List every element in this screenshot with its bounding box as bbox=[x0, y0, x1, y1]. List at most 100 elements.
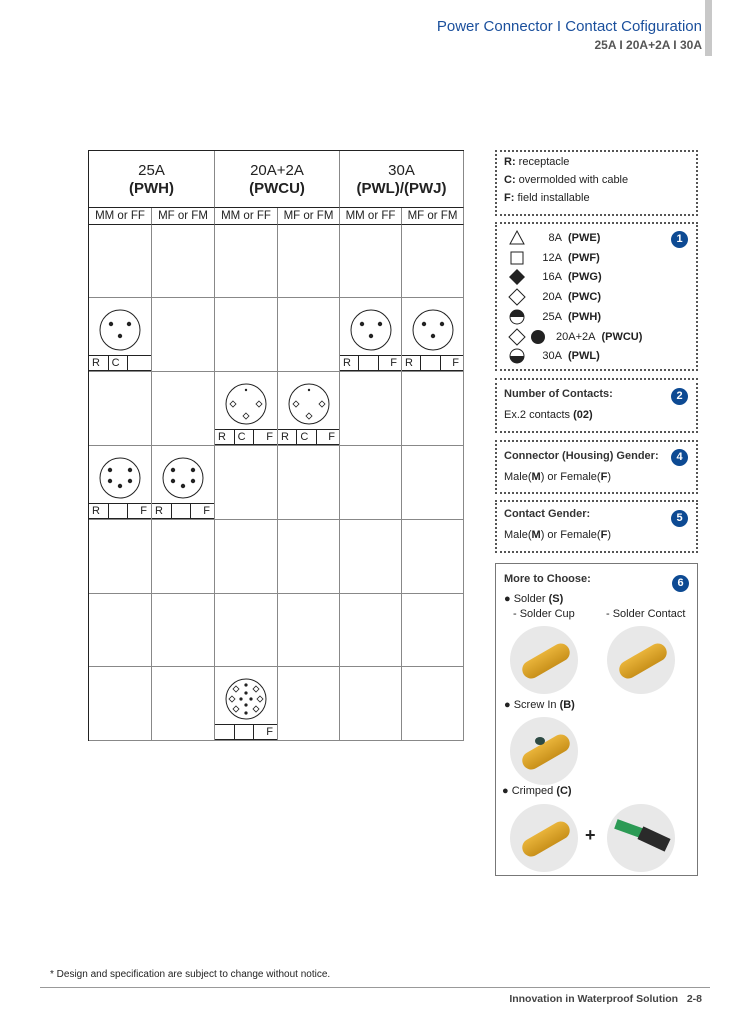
5-pin-connector-face-icon bbox=[162, 457, 204, 499]
amperage-legend-item: 8A(PWE) bbox=[508, 229, 600, 247]
availability-label bbox=[215, 725, 235, 739]
table-cell bbox=[278, 225, 340, 298]
availability-label: C bbox=[109, 356, 129, 370]
screw-in-image bbox=[510, 717, 578, 785]
availability-label: R bbox=[89, 356, 109, 370]
group-code: (PWH) bbox=[129, 180, 174, 197]
connector-diagram: F bbox=[215, 667, 277, 740]
table-cell bbox=[278, 667, 340, 741]
square-icon bbox=[510, 251, 524, 265]
badge-1: 1 bbox=[671, 231, 688, 248]
table-cell: F bbox=[215, 667, 278, 741]
triangle-icon bbox=[509, 229, 525, 245]
legend-r: R: receptacle bbox=[504, 156, 570, 168]
half-top-circle-icon bbox=[509, 309, 525, 325]
table-cell bbox=[402, 225, 464, 298]
availability-label bbox=[172, 504, 192, 518]
table-cell bbox=[152, 372, 215, 446]
badge-6: 6 bbox=[672, 575, 689, 592]
series-code: (PWG) bbox=[568, 271, 602, 284]
amperage-value: 8A bbox=[548, 232, 562, 244]
column-group-header: 20A+2A(PWCU) bbox=[215, 151, 340, 208]
table-cell bbox=[340, 594, 402, 667]
3-pin-connector-face-icon bbox=[350, 309, 391, 351]
column-group-header: 30A(PWL)/(PWJ) bbox=[340, 151, 464, 208]
diamond-and-dot-icon bbox=[508, 327, 545, 346]
gender-subheader: MF or FM bbox=[278, 208, 340, 225]
table-cell bbox=[215, 446, 278, 520]
availability-label: R bbox=[89, 504, 109, 518]
solder-option: ● Solder (S) bbox=[504, 593, 564, 605]
gender-subheader: MF or FM bbox=[402, 208, 464, 225]
diamond-icon bbox=[508, 288, 526, 306]
table-cell bbox=[278, 298, 340, 372]
amperage-legend-item: 25A (PWH) bbox=[508, 308, 601, 326]
solder-contact-label: - Solder Contact bbox=[606, 608, 686, 620]
table-cell bbox=[89, 594, 152, 667]
contact-gender-box: 5 Contact Gender: Male(M) or Female(F) bbox=[495, 500, 698, 553]
availability-label bbox=[109, 504, 129, 518]
series-code: (PWF) bbox=[568, 251, 600, 264]
disclaimer-note: * Design and specification are subject t… bbox=[50, 969, 331, 980]
table-cell bbox=[340, 520, 402, 594]
half-bottom-circle-icon bbox=[509, 348, 525, 364]
contact-configuration-table: 25A(PWH)20A+2A(PWCU)30A(PWL)/(PWJ)MM or … bbox=[88, 150, 464, 741]
availability-label: R bbox=[402, 356, 422, 370]
availability-label bbox=[421, 356, 441, 370]
4-pin-connector-face-icon bbox=[225, 383, 267, 425]
amperage-value: 25A bbox=[542, 310, 562, 323]
contacts-title: Number of Contacts: bbox=[504, 388, 613, 400]
10-pin-connector-face-icon bbox=[225, 678, 267, 720]
gender-subheader: MM or FF bbox=[340, 208, 402, 225]
amperage-value: 20A bbox=[542, 291, 562, 304]
amperage-legend-item: 20A+2A(PWCU) bbox=[508, 327, 642, 346]
table-cell bbox=[89, 372, 152, 446]
series-code: (PWH) bbox=[568, 310, 601, 323]
plus-sign: + bbox=[585, 825, 596, 845]
table-cell bbox=[152, 667, 215, 741]
availability-label: F bbox=[328, 431, 335, 443]
table-cell bbox=[402, 446, 464, 520]
5-pin-connector-face-icon bbox=[99, 457, 141, 499]
page-title: Power Connector I Contact Cofiguration bbox=[436, 18, 702, 35]
more-title: More to Choose: bbox=[504, 573, 591, 585]
group-amperage: 30A bbox=[388, 162, 415, 179]
crimp-option: ● Crimped (C) bbox=[502, 785, 572, 797]
gender-subheader: MM or FF bbox=[215, 208, 278, 225]
table-cell bbox=[89, 520, 152, 594]
amperage-legend-item: 12A(PWF) bbox=[508, 249, 600, 267]
availability-label: R bbox=[152, 504, 172, 518]
availability-label: C bbox=[235, 430, 255, 444]
footer-text: Innovation in Waterproof Solution 2-8 bbox=[509, 993, 702, 1005]
table-cell bbox=[89, 667, 152, 741]
table-cell bbox=[402, 520, 464, 594]
solder-contact-image bbox=[607, 626, 675, 694]
availability-strip: F bbox=[215, 724, 277, 739]
table-cell bbox=[215, 520, 278, 594]
availability-label: R bbox=[215, 430, 235, 444]
group-amperage: 25A bbox=[138, 162, 165, 179]
housing-title: Connector (Housing) Gender: bbox=[504, 450, 659, 462]
amperage-value: 30A bbox=[542, 350, 562, 363]
availability-label bbox=[235, 725, 255, 739]
legend-f: F: field installable bbox=[504, 192, 590, 204]
table-cell bbox=[152, 594, 215, 667]
amperage-legend-item: 20A(PWC) bbox=[508, 288, 601, 306]
header-tab-bar bbox=[705, 0, 712, 56]
abbreviation-legend: R: receptacle C: overmolded with cable F… bbox=[495, 150, 698, 216]
series-code: (PWL) bbox=[568, 350, 600, 363]
table-cell bbox=[402, 667, 464, 741]
amperage-legend-item: 16A(PWG) bbox=[508, 268, 602, 286]
